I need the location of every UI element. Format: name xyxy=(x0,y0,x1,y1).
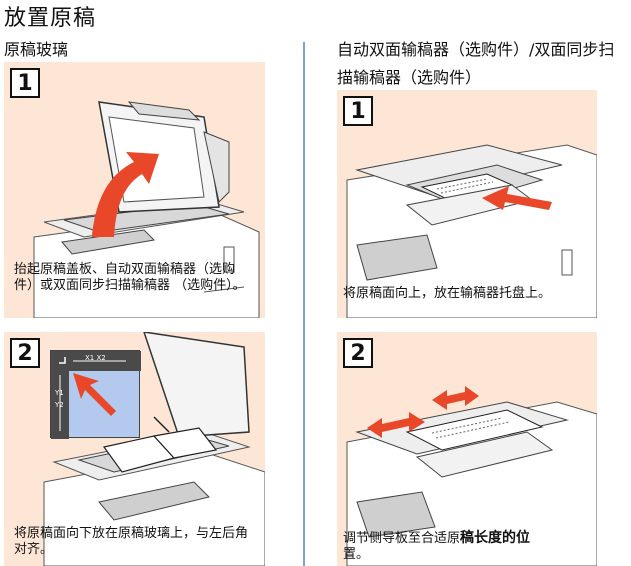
step-number-badge: 1 xyxy=(10,68,40,98)
inset-x-label: X1 X2 xyxy=(85,354,106,362)
right-step2-caption: 调节侧导板至合适原稿长度的位 置。 xyxy=(343,530,593,563)
section-title-document-feeder: 自动双面输稿器（选购件）/双面同步扫描输稿器（选购件） xyxy=(337,40,615,87)
left-step1-caption: 抬起原稿盖板、自动双面输稿器（选购件）或双面同步扫描输稿器 （选购件）。 xyxy=(14,262,246,293)
right-step2-caption-tail: 置。 xyxy=(343,547,370,562)
page-title: 放置原稿 xyxy=(4,6,97,31)
alignment-inset: X1 X2 Y1 Y2 xyxy=(50,350,141,439)
column-divider xyxy=(303,42,305,566)
step-number-badge: 1 xyxy=(343,96,373,126)
step-number-badge: 2 xyxy=(343,338,373,368)
left-step1-panel: 1 抬起原稿盖板、自动双面输稿器（选购件）或双面同步扫描输稿器 （选购件）。 xyxy=(4,62,265,318)
section-title-original-glass: 原稿玻璃 xyxy=(4,40,69,59)
corner-arrow-icon xyxy=(59,357,126,431)
right-step1-illustration xyxy=(346,144,597,318)
left-step2-panel: X1 X2 Y1 Y2 2 将原稿面向下放在原稿玻璃上，与左后角对齐。 xyxy=(4,332,265,566)
right-step2-panel: 2 调节侧导板至合适原稿长度的位 置。 xyxy=(337,332,597,566)
step-number-badge: 2 xyxy=(10,338,40,368)
left-step2-caption: 将原稿面向下放在原稿玻璃上，与左后角对齐。 xyxy=(14,526,249,557)
right-step1-panel: 1 将原稿面向上，放在输稿器托盘上。 xyxy=(337,90,597,318)
right-step2-caption-bold: 稿长度的位 xyxy=(460,530,531,546)
right-step2-caption-normal: 调节侧导板至合适原 xyxy=(343,531,461,546)
inset-y1-label: Y1 xyxy=(55,389,64,397)
left-step2-illustration xyxy=(43,332,265,566)
insert-arrow-icon xyxy=(482,186,552,210)
right-step2-illustration xyxy=(346,401,597,566)
inset-y2-label: Y2 xyxy=(55,401,64,409)
guide-adjust-arrows-icon xyxy=(367,386,479,438)
right-step1-caption: 将原稿面向上，放在输稿器托盘上。 xyxy=(343,286,552,301)
lift-arrow-icon xyxy=(92,152,159,237)
